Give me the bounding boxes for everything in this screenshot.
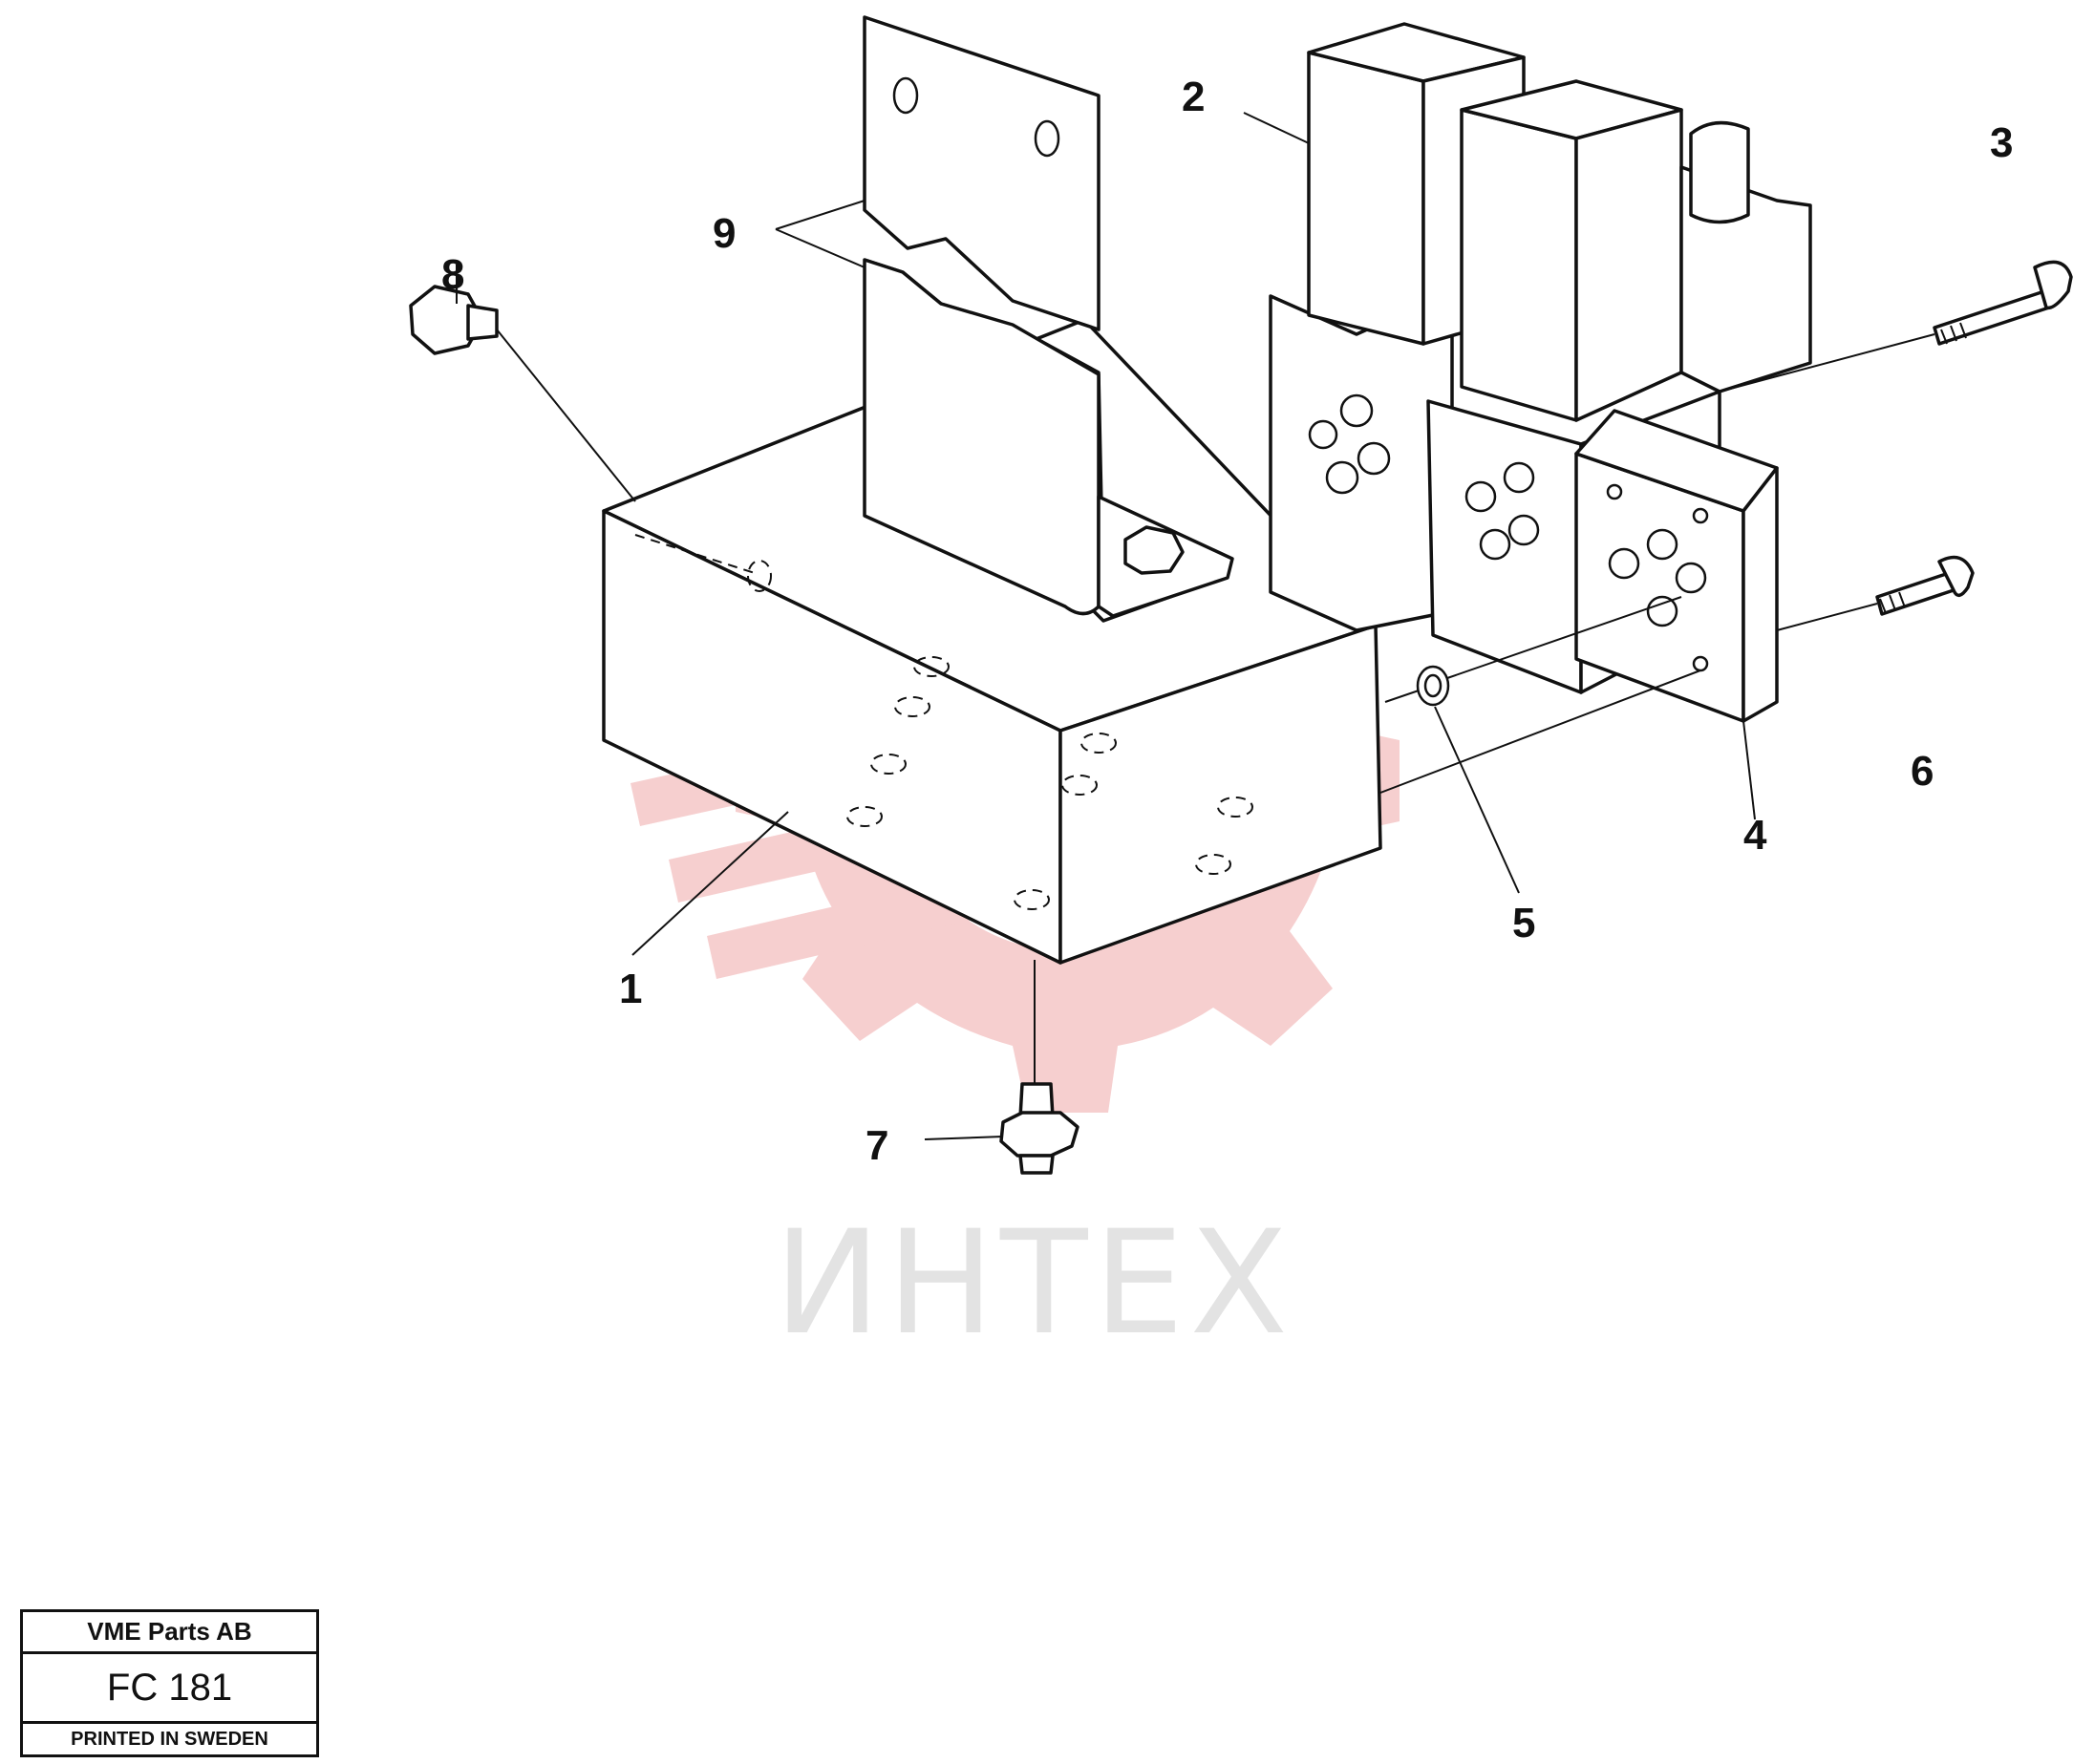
cover-port <box>1646 595 1678 627</box>
part-8-plug <box>409 285 636 502</box>
cover-port <box>1646 528 1678 561</box>
part-3-long-bolt <box>1719 260 2073 393</box>
leader-line-4 <box>1742 720 1756 820</box>
part-4-cover-plate <box>1574 409 1779 723</box>
part-7-fitting <box>924 960 1079 1175</box>
bolt-thread <box>1940 322 1967 345</box>
callout-7: 7 <box>866 1122 888 1169</box>
plug-thread <box>466 304 499 341</box>
callout-5: 5 <box>1512 900 1535 946</box>
bolt-head <box>2033 260 2073 310</box>
bracket-lower-plate-face <box>863 258 1101 616</box>
cover-mount-hole <box>1692 507 1709 524</box>
hidden-hole <box>1014 889 1050 910</box>
hidden-hole <box>1217 797 1253 818</box>
title-block-printed: PRINTED IN SWEDEN <box>71 1728 268 1750</box>
valve-port <box>1308 419 1338 450</box>
valve-connector-plug <box>1689 120 1750 224</box>
fitting-hex <box>999 1111 1079 1158</box>
hidden-hole <box>1061 775 1098 796</box>
hidden-hole <box>894 696 930 717</box>
assembly-line <box>1379 669 1701 794</box>
bolt-thread <box>1879 591 1906 614</box>
callout-4: 4 <box>1743 812 1767 859</box>
callout-3: 3 <box>1990 119 2013 166</box>
bracket-hole <box>1034 119 1060 158</box>
valve-port <box>1357 441 1391 476</box>
part-5-seal-ring <box>1379 596 1701 794</box>
assembly-line <box>1384 596 1682 703</box>
part-6-short-bolt <box>1776 555 1975 631</box>
bolt-shank <box>1933 289 2051 346</box>
front-coil-front <box>1460 108 1578 422</box>
cover-port <box>1608 547 1640 580</box>
block-side-face <box>1058 624 1382 965</box>
assembly-line <box>1719 333 1935 393</box>
callout-6: 6 <box>1911 748 1934 795</box>
callout-9: 9 <box>713 210 736 257</box>
hidden-bore <box>634 534 756 574</box>
watermark-stripe <box>707 874 984 979</box>
cover-plate-side <box>1742 466 1779 723</box>
bracket-upper-plate <box>863 15 1101 331</box>
bracket-bolt-head <box>1123 525 1185 575</box>
part-9-bracket <box>775 15 1234 623</box>
hidden-hole <box>1195 854 1231 875</box>
title-block: VME Parts AB FC 181 PRINTED IN SWEDEN <box>20 1609 319 1757</box>
leader-line-2 <box>1243 112 1310 144</box>
cover-port <box>1675 562 1707 594</box>
assembly-line <box>1776 603 1878 631</box>
cover-mount-hole <box>1606 483 1623 500</box>
front-coil-side <box>1574 108 1683 422</box>
cover-mount-hole <box>1692 655 1709 672</box>
fitting-bottom-nipple <box>1018 1154 1055 1175</box>
callout-8: 8 <box>441 251 464 298</box>
rear-coil-front <box>1307 51 1425 346</box>
assembly-line <box>496 329 636 502</box>
leader-line-9 <box>775 200 866 268</box>
bolt-shank <box>1875 571 1955 616</box>
callout-2: 2 <box>1182 74 1205 120</box>
valve-port <box>1325 460 1359 495</box>
watermark-text: ИНТЕХ <box>774 1201 1293 1367</box>
bolt-head <box>1937 555 1975 597</box>
hidden-hole <box>747 560 772 592</box>
hidden-hole <box>913 656 950 677</box>
valve-port <box>1479 528 1511 561</box>
bracket-hole <box>892 76 919 115</box>
valve-port <box>1339 393 1374 428</box>
callout-1: 1 <box>619 966 642 1012</box>
title-block-code: FC 181 <box>23 1654 316 1724</box>
leader-line-5 <box>1434 706 1520 894</box>
hidden-hole <box>846 806 883 827</box>
valve-port <box>1507 514 1540 546</box>
hidden-hole <box>870 754 907 775</box>
valve-port <box>1503 461 1535 494</box>
title-block-company: VME Parts AB <box>23 1612 316 1654</box>
seal-ring-inner <box>1423 673 1443 698</box>
leader-line-7 <box>924 1136 1004 1140</box>
hidden-hole <box>1080 733 1117 754</box>
valve-port <box>1464 480 1497 513</box>
leader-line-1 <box>631 811 789 956</box>
